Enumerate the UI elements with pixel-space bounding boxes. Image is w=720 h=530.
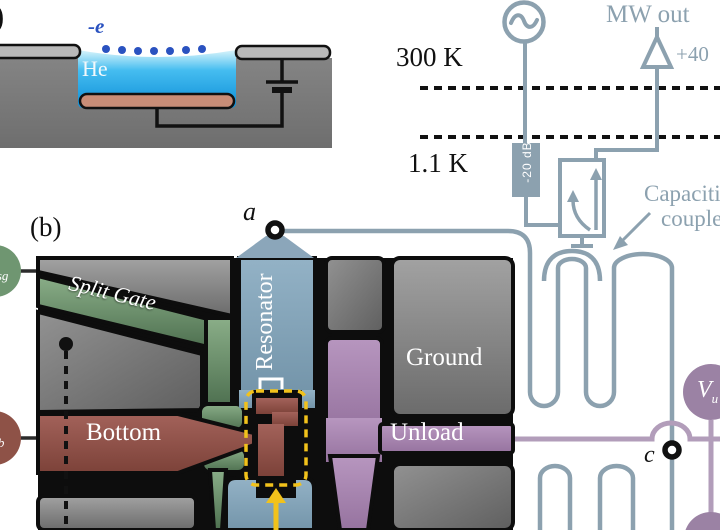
vb-sub: b	[0, 435, 4, 450]
coupler-annotation-arrow	[613, 211, 652, 250]
unload-label: Unload	[390, 419, 464, 446]
bottom-label: Bottom	[86, 419, 162, 446]
attenuator-box	[512, 143, 540, 197]
ground-plane	[390, 256, 515, 418]
node-a-marker	[265, 220, 285, 240]
node-a-taper	[236, 236, 314, 258]
bottom-electrode	[78, 92, 236, 110]
meander-feedline	[283, 228, 675, 530]
probe-marker	[59, 337, 73, 530]
meander-lower-turn-2	[597, 463, 636, 530]
meander-main-path	[283, 228, 675, 530]
gray-bottom-right	[390, 462, 515, 530]
panel-a-label: )	[0, 0, 4, 34]
vu-node-circle	[683, 364, 720, 420]
panel-b-label: (b)	[30, 212, 62, 242]
split-gate-electrode	[36, 273, 248, 530]
node-c-letter: c	[644, 442, 655, 468]
gray-top-mid	[324, 256, 386, 334]
vu-label: Vu	[697, 378, 718, 405]
gray-bottom-left	[36, 494, 198, 530]
top-electrode-right	[234, 44, 332, 61]
resonator-label: Resonator	[252, 273, 278, 371]
attenuator-label: -20 dB	[520, 141, 534, 183]
temperature-300k-label: 300 K	[396, 42, 463, 72]
ground-label: Ground	[406, 344, 483, 371]
top-electrode-left	[0, 43, 82, 60]
trap-electrode	[256, 398, 298, 476]
temperature-stage-lines	[420, 86, 720, 139]
circulator-stub	[571, 236, 593, 248]
vb-node-circle	[0, 411, 21, 465]
temperature-1-1k-label: 1.1 K	[408, 148, 468, 178]
coupler-arc	[541, 248, 603, 282]
trap-dashed-box	[244, 389, 308, 487]
resonator-strip	[237, 256, 317, 394]
unload-network	[513, 364, 720, 530]
vu-sub: u	[711, 390, 719, 406]
capacitive-coupler-label-line1: Capacitive	[644, 181, 720, 206]
resonator-lower-pad	[224, 476, 316, 530]
attenuator-to-circulator-line	[524, 197, 560, 227]
vsg-node-circle	[0, 245, 21, 297]
capacitive-coupler-label-line2: coupler	[661, 206, 720, 231]
vu-v: V	[697, 377, 712, 403]
node-a-letter: a	[243, 197, 256, 226]
electron-dots	[102, 45, 206, 55]
helium-cell-diagram	[0, 43, 332, 148]
mw-out-label: MW out	[606, 1, 690, 28]
vb-label: Vb	[0, 425, 4, 449]
sem-image	[36, 256, 515, 530]
helium-label: He	[82, 56, 108, 81]
vsg-sub: sg	[0, 268, 9, 284]
trap-arrow	[266, 488, 286, 530]
battery-symbol	[266, 80, 298, 93]
meander-lower-turn-1	[537, 463, 573, 530]
lower-bias-circle	[685, 512, 720, 530]
sine-glyph	[509, 13, 539, 29]
unload-line	[513, 420, 720, 442]
vsg-label: Vsg	[0, 258, 8, 282]
microwave-circuit	[420, 0, 720, 282]
circulator-arrows	[567, 168, 602, 232]
amplifier-icon	[639, 32, 675, 69]
electron-charge-label: -e	[88, 14, 105, 38]
node-c-marker	[662, 440, 682, 460]
bottom-gate-electrode	[36, 412, 256, 475]
output-line	[594, 68, 659, 160]
unload-electrode	[324, 336, 515, 530]
staple-mark	[258, 377, 284, 389]
bias-wire	[155, 93, 284, 128]
amplifier-gain-label: +40	[676, 42, 709, 66]
